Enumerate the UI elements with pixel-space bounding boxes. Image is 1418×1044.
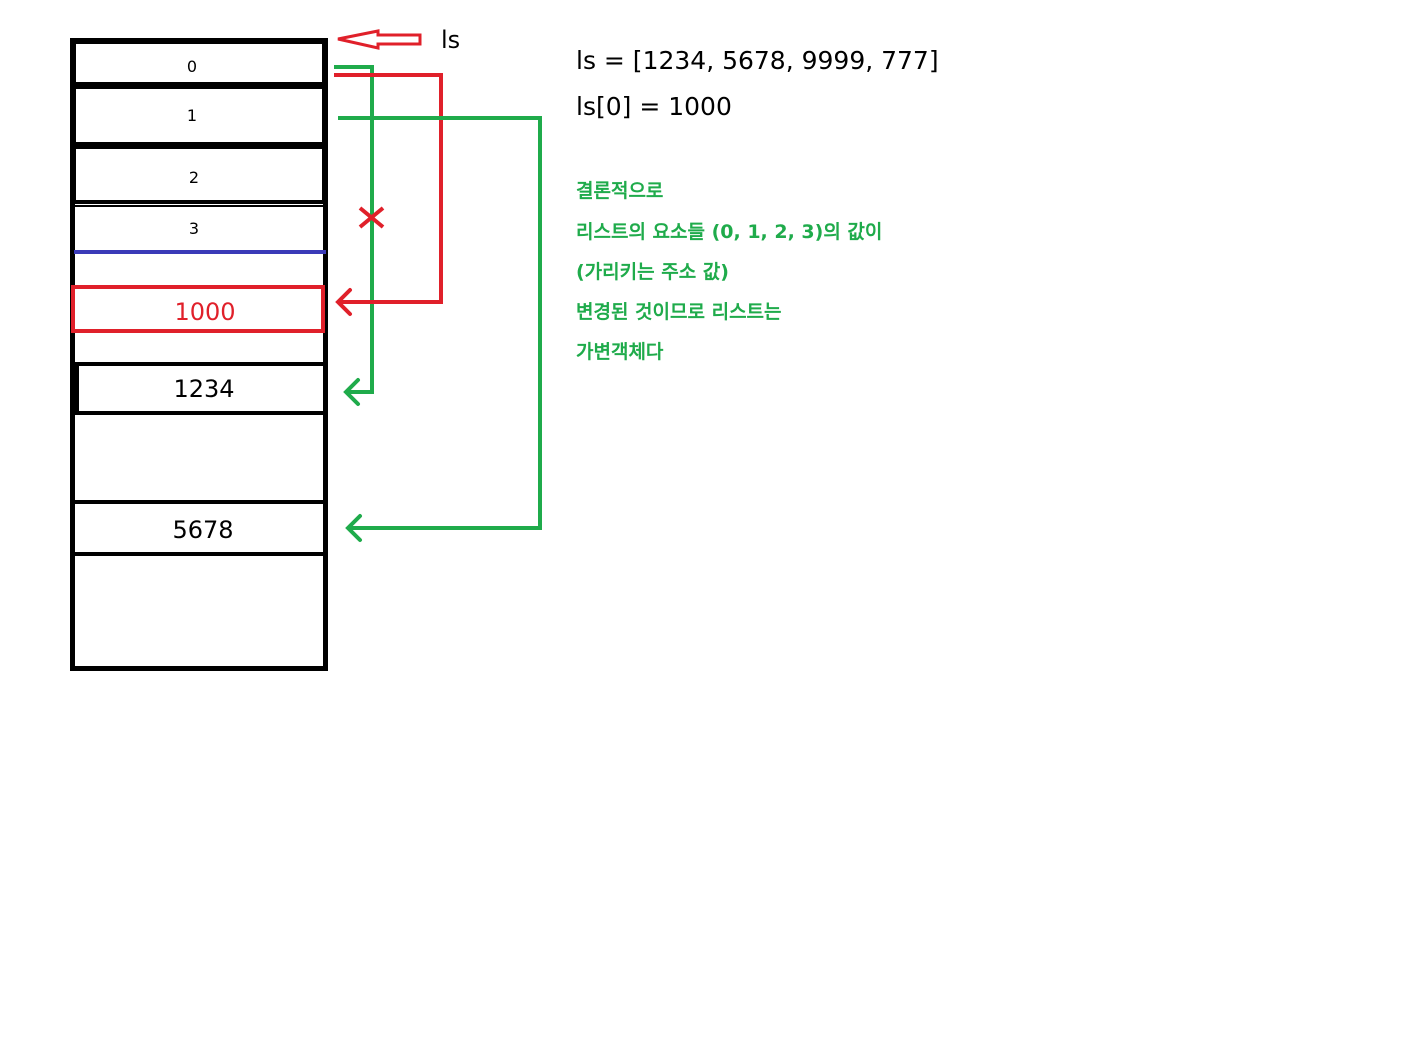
conclusion-line-2: 리스트의 요소들 (0, 1, 2, 3)의 값이 [576,221,883,243]
code-line-mutation: ls[0] = 1000 [576,92,732,121]
old-reference-arrowhead-slot0 [343,378,360,406]
new-reference-arrowhead-slot0 [335,288,352,316]
new-reference-line-slot0 [334,73,443,304]
list-slot-1-index: 1 [187,106,197,125]
list-slot-0-index: 0 [187,57,197,76]
value-1234-text: 1234 [173,375,234,403]
list-slot-0 [72,40,326,86]
code-line-assignment: ls = [1234, 5678, 9999, 777] [576,46,939,75]
ls-pointer-arrow [337,29,422,50]
list-slot-1 [72,85,326,146]
list-slot-2 [72,145,326,204]
list-slot-3-index: 3 [189,219,199,238]
memory-block-outline [70,38,328,671]
broken-reference-x-mark-b [358,206,385,229]
conclusion-line-5: 가변객체다 [576,341,664,363]
new-value-text: 1000 [174,298,235,326]
list-slot-2-index: 2 [189,168,199,187]
reference-arrowhead-slot1 [345,514,362,542]
reference-line-slot1 [338,116,542,530]
old-reference-line-slot0 [334,65,374,394]
conclusion-line-4: 변경된 것이므로 리스트는 [576,301,782,323]
new-value-cell [71,285,325,333]
list-slot-3-top-border [74,205,324,207]
value-5678-text: 5678 [172,516,233,544]
conclusion-line-3: (가리키는 주소 값) [576,261,729,283]
ls-variable-label: ls [441,26,460,54]
conclusion-line-1: 결론적으로 [576,180,664,202]
